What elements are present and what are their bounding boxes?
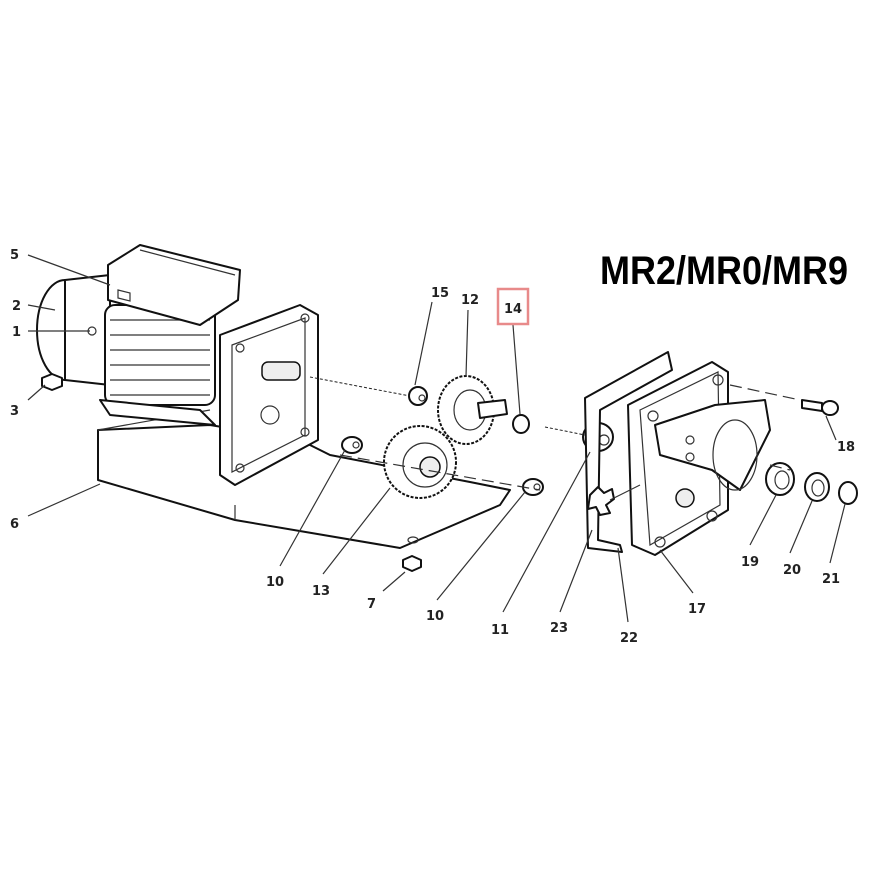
leader-lines xyxy=(27,254,846,623)
part-label-12: 12 xyxy=(461,293,479,308)
motor xyxy=(36,244,241,426)
gasket-22 xyxy=(584,351,673,553)
nut xyxy=(41,373,63,391)
part-label-14: 14 xyxy=(504,302,522,317)
part-label-23: 23 xyxy=(550,621,568,636)
model-title: MR2/MR0/MR9 xyxy=(600,249,848,293)
part-label-7: 7 xyxy=(367,597,376,612)
part-label-22: 22 xyxy=(620,631,638,646)
part-label-2: 2 xyxy=(12,299,21,314)
gear-cover-17 xyxy=(627,361,771,556)
part-label-19: 19 xyxy=(741,555,759,570)
part-label-10a: 10 xyxy=(266,575,284,590)
bushing-15 xyxy=(408,386,428,406)
part-label-15: 15 xyxy=(431,286,449,301)
circlip-21 xyxy=(838,481,858,505)
seal-19 xyxy=(765,462,795,496)
part-label-18: 18 xyxy=(837,440,855,455)
part-label-17: 17 xyxy=(688,602,706,617)
gear-12 xyxy=(437,375,508,445)
washer-20 xyxy=(804,472,830,502)
part-label-10b: 10 xyxy=(426,609,444,624)
highlight-box-14 xyxy=(496,287,530,326)
bushing-10a xyxy=(341,436,363,454)
part-label-5: 5 xyxy=(10,248,19,263)
part-label-3: 3 xyxy=(10,404,19,419)
part-label-11: 11 xyxy=(491,623,509,638)
nut-7 xyxy=(402,555,422,572)
o-ring-14 xyxy=(512,414,530,434)
motor-flange xyxy=(219,304,319,486)
part-label-6: 6 xyxy=(10,517,19,532)
part-label-13: 13 xyxy=(312,584,330,599)
part-label-20: 20 xyxy=(783,563,801,578)
screw-18 xyxy=(801,399,839,416)
gear-13 xyxy=(383,425,457,499)
part-label-1: 1 xyxy=(12,325,21,340)
knob-23 xyxy=(587,484,641,516)
part-label-21: 21 xyxy=(822,572,840,587)
